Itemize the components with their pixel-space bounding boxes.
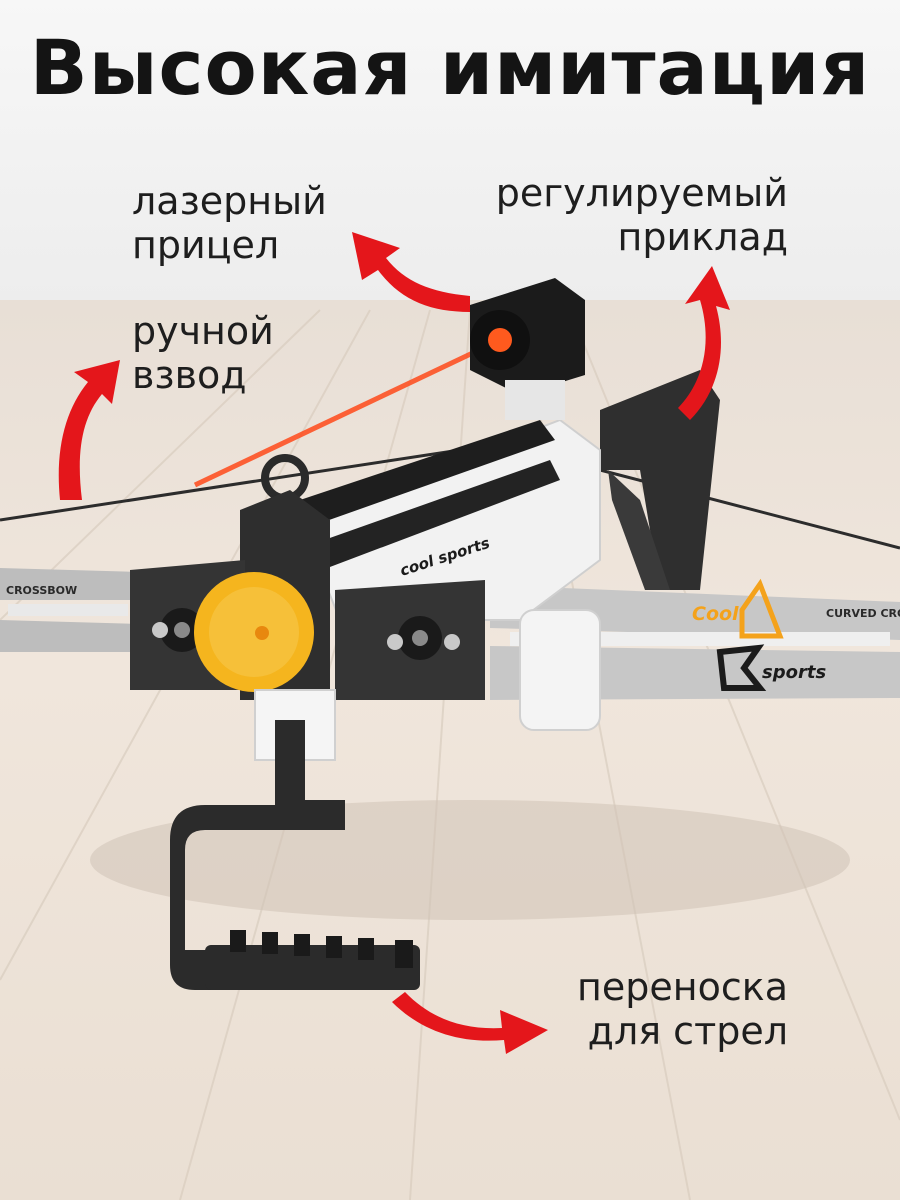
adjustable-stock — [600, 370, 720, 590]
laser-scope — [470, 278, 585, 420]
suction-cup-tip — [194, 572, 314, 692]
manual-cocking-arrow-icon — [58, 360, 120, 500]
laser-sight-arrow-icon — [352, 232, 470, 312]
callout-adjustable-stock: регулируемый приклад — [495, 171, 788, 259]
callout-manual-cocking: ручной взвод — [132, 309, 274, 397]
arrow-holder-arrow-icon — [392, 992, 548, 1054]
logo-mark-shape-dark — [716, 644, 767, 691]
arrow-holder — [205, 930, 420, 990]
callout-laser-sight-line1: лазерный — [132, 179, 327, 223]
background-wall — [0, 0, 900, 300]
floor-planks — [0, 309, 900, 1200]
limb-left-mark: CROSSBOW — [6, 584, 77, 597]
callout-manual-cocking-line2: взвод — [132, 352, 247, 397]
callout-arrows — [58, 232, 730, 1054]
callout-arrow-holder-line1: переноска — [577, 965, 788, 1009]
callout-laser-sight: лазерный прицел — [132, 179, 327, 267]
logo-mark-shape — [739, 578, 784, 639]
page-title: Высокая имитация — [29, 23, 871, 112]
adjustable-stock-arrow-icon — [678, 266, 730, 420]
callout-adjustable-stock-line2: приклад — [617, 214, 788, 259]
callout-arrow-holder: переноска для стрел — [577, 965, 788, 1053]
laser-beam — [193, 337, 502, 488]
logo-sports: sports — [762, 662, 826, 683]
limb-right-mark: CURVED CROSS — [826, 607, 900, 620]
callout-manual-cocking-line1: ручной — [132, 309, 274, 353]
callout-adjustable-stock-line1: регулируемый — [495, 171, 788, 215]
logo-cool: Cool — [692, 603, 739, 625]
callout-laser-sight-line2: прицел — [132, 222, 280, 267]
callout-arrow-holder-line2: для стрел — [587, 1008, 788, 1053]
